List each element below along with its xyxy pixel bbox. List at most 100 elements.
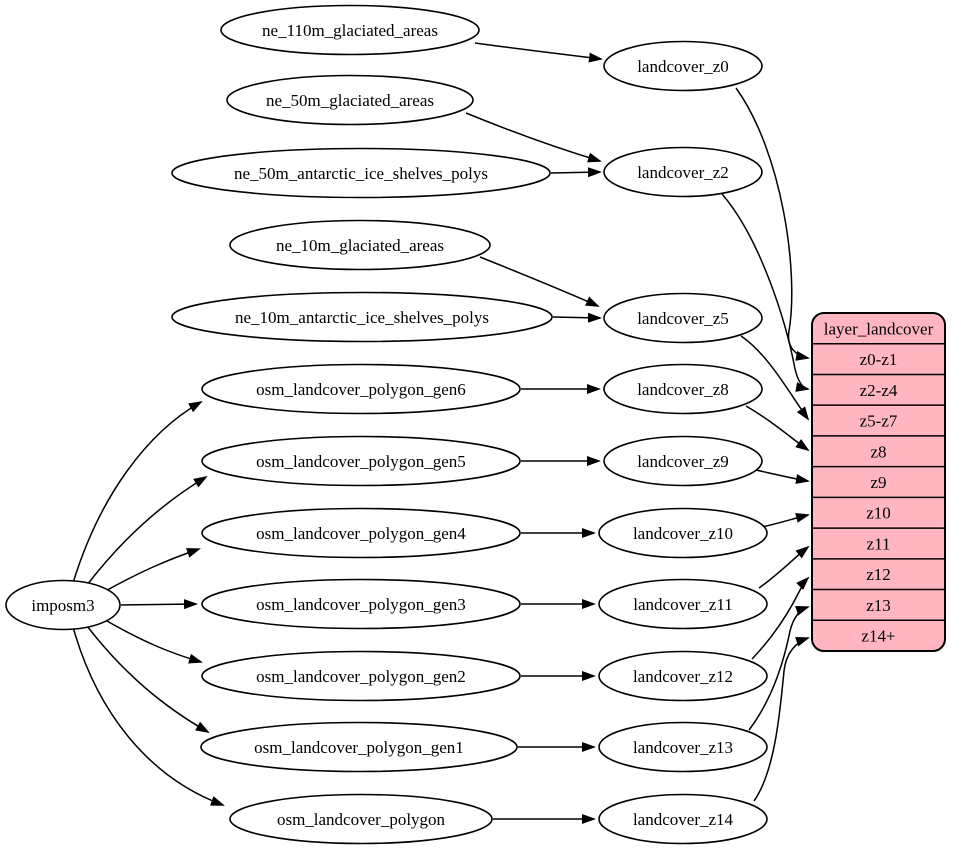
record-row-z9: z9: [870, 473, 886, 492]
node-osm_landcover_polygon_gen1-shape: [200, 721, 518, 773]
node-landcover_z11-label: landcover_z11: [633, 595, 732, 614]
node-landcover_z5-shape: [603, 292, 763, 344]
node-landcover_z9-label: landcover_z9: [637, 452, 729, 471]
record-row-z0-z1: z0-z1: [860, 350, 898, 369]
node-osm_landcover_polygon_gen1-label: osm_landcover_polygon_gen1: [254, 738, 464, 757]
node-osm_landcover_polygon-label: osm_landcover_polygon: [277, 810, 446, 829]
node-landcover_z12-shape: [598, 650, 768, 702]
node-ne_50m_antarctic_ice_shelves_polys: ne_50m_antarctic_ice_shelves_polys: [171, 147, 551, 199]
node-landcover_z2-shape: [603, 146, 763, 198]
edge-landcover_z0-to-layer_landcover-z0-z1: [735, 87, 810, 361]
node-osm_landcover_polygon_gen5-shape: [201, 435, 521, 487]
edge-ne_110m_glaciated_areas-to-landcover_z0: [474, 42, 603, 63]
node-osm_landcover_polygon_gen4: osm_landcover_polygon_gen4: [201, 507, 521, 559]
node-landcover_z11-shape: [598, 578, 768, 630]
edge-ne_50m_antarctic_ice_shelves_polys-to-landcover_z2: [550, 167, 602, 178]
edge-landcover_z13-to-layer_landcover-z13: [748, 606, 810, 731]
node-landcover_z10: landcover_z10: [598, 507, 768, 559]
node-ne_10m_antarctic_ice_shelves_polys-label: ne_10m_antarctic_ice_shelves_polys: [235, 308, 489, 327]
node-imposm3-label: imposm3: [31, 596, 94, 615]
node-landcover_z14-label: landcover_z14: [633, 810, 734, 829]
edge-imposm3-to-osm_landcover_polygon_gen4: [99, 548, 201, 595]
record-node-layer: layer_landcover z0-z1 z2-z4 z5-z7 z8 z9 z10 z11…: [811, 312, 946, 652]
node-landcover_z8: landcover_z8: [603, 363, 763, 415]
edge-landcover_z2-to-layer_landcover-z2-z4: [721, 193, 810, 392]
record-row-z14+: z14+: [861, 627, 895, 646]
node-landcover_z9-shape: [603, 435, 763, 487]
record-row-z13: z13: [866, 596, 891, 615]
node-osm_landcover_polygon_gen2: osm_landcover_polygon_gen2: [201, 650, 521, 702]
node-ne_10m_antarctic_ice_shelves_polys-shape: [171, 291, 553, 343]
edge-imposm3-to-osm_landcover_polygon: [72, 626, 225, 806]
node-ne_110m_glaciated_areas: ne_110m_glaciated_areas: [220, 4, 480, 56]
node-osm_landcover_polygon-shape: [229, 793, 493, 845]
edge-layer: [72, 42, 810, 824]
node-osm_landcover_polygon_gen2-shape: [201, 650, 521, 702]
node-landcover_z0-shape: [603, 40, 763, 92]
node-osm_landcover_polygon: osm_landcover_polygon: [229, 793, 493, 845]
node-ne_10m_glaciated_areas-shape: [229, 219, 491, 271]
node-imposm3: imposm3: [5, 579, 121, 631]
node-ne_110m_glaciated_areas-shape: [220, 4, 480, 56]
edge-imposm3-to-osm_landcover_polygon_gen3: [120, 599, 198, 610]
node-landcover_z12-label: landcover_z12: [633, 667, 733, 686]
edge-imposm3-to-osm_landcover_polygon_gen1: [83, 621, 210, 733]
record-title: layer_landcover: [824, 319, 934, 338]
node-landcover_z10-label: landcover_z10: [633, 524, 733, 543]
node-landcover_z8-label: landcover_z8: [637, 380, 729, 399]
edge-imposm3-to-osm_landcover_polygon_gen5: [83, 475, 208, 590]
node-landcover_z8-shape: [603, 363, 763, 415]
node-imposm3-shape: [5, 579, 121, 631]
node-landcover_z14: landcover_z14: [598, 793, 768, 845]
node-landcover_z10-shape: [598, 507, 768, 559]
node-landcover_z2: landcover_z2: [603, 146, 763, 198]
edge-landcover_z10-to-layer_landcover-z10: [761, 513, 810, 528]
edge-ne_50m_glaciated_areas-to-landcover_z2: [465, 112, 602, 163]
edge-imposm3-to-osm_landcover_polygon_gen2: [99, 616, 203, 664]
node-ne_50m_antarctic_ice_shelves_polys-shape: [171, 147, 551, 199]
node-osm_landcover_polygon_gen1: osm_landcover_polygon_gen1: [200, 721, 518, 773]
node-landcover_z13-label: landcover_z13: [633, 738, 733, 757]
node-osm_landcover_polygon_gen3-label: osm_landcover_polygon_gen3: [256, 595, 466, 614]
node-layer: imposm3 ne_110m_glaciated_areas ne_50m_gla…: [5, 4, 768, 845]
node-osm_landcover_polygon_gen4-shape: [201, 507, 521, 559]
node-landcover_z13: landcover_z13: [598, 721, 768, 773]
node-osm_landcover_polygon_gen4-label: osm_landcover_polygon_gen4: [256, 524, 466, 543]
record-box: [811, 312, 946, 652]
node-landcover_z13-shape: [598, 721, 768, 773]
record-row-z8: z8: [870, 442, 886, 461]
node-ne_10m_antarctic_ice_shelves_polys: ne_10m_antarctic_ice_shelves_polys: [171, 291, 553, 343]
node-osm_landcover_polygon_gen2-label: osm_landcover_polygon_gen2: [256, 667, 466, 686]
node-osm_landcover_polygon_gen5-label: osm_landcover_polygon_gen5: [256, 452, 466, 471]
edge-landcover_z9-to-layer_landcover-z9: [755, 469, 810, 484]
record-row-z11: z11: [867, 534, 891, 553]
record-row-z10: z10: [866, 504, 891, 523]
node-landcover_z5-label: landcover_z5: [637, 309, 729, 328]
node-landcover_z2-label: landcover_z2: [637, 163, 729, 182]
node-ne_110m_glaciated_areas-label: ne_110m_glaciated_areas: [262, 21, 438, 40]
node-ne_50m_glaciated_areas-shape: [226, 74, 474, 126]
record-layer_landcover: layer_landcover z0-z1 z2-z4 z5-z7 z8 z9 z10 z11…: [811, 312, 946, 652]
node-landcover_z14-shape: [598, 793, 768, 845]
edge-landcover_z12-to-layer_landcover-z12: [751, 576, 810, 660]
record-row-z12: z12: [866, 565, 891, 584]
node-landcover_z5: landcover_z5: [603, 292, 763, 344]
node-osm_landcover_polygon_gen6-shape: [201, 363, 521, 415]
record-row-z5-z7: z5-z7: [860, 412, 898, 431]
record-row-z2-z4: z2-z4: [860, 381, 898, 400]
node-osm_landcover_polygon_gen6-label: osm_landcover_polygon_gen6: [256, 380, 466, 399]
node-ne_50m_antarctic_ice_shelves_polys-label: ne_50m_antarctic_ice_shelves_polys: [234, 164, 488, 183]
edge-imposm3-to-osm_landcover_polygon_gen6: [72, 401, 203, 584]
node-osm_landcover_polygon_gen3: osm_landcover_polygon_gen3: [201, 578, 521, 630]
node-landcover_z0: landcover_z0: [603, 40, 763, 92]
node-ne_50m_glaciated_areas-label: ne_50m_glaciated_areas: [266, 91, 434, 110]
node-landcover_z9: landcover_z9: [603, 435, 763, 487]
node-ne_10m_glaciated_areas: ne_10m_glaciated_areas: [229, 219, 491, 271]
edge-ne_10m_glaciated_areas-to-landcover_z5: [479, 256, 600, 307]
edge-landcover_z5-to-layer_landcover-z5-z7: [740, 335, 810, 421]
edge-ne_10m_antarctic_ice_shelves_polys-to-landcover_z5: [552, 312, 602, 323]
node-landcover_z11: landcover_z11: [598, 578, 768, 630]
node-ne_50m_glaciated_areas: ne_50m_glaciated_areas: [226, 74, 474, 126]
edge-landcover_z8-to-layer_landcover-z8: [745, 405, 810, 452]
